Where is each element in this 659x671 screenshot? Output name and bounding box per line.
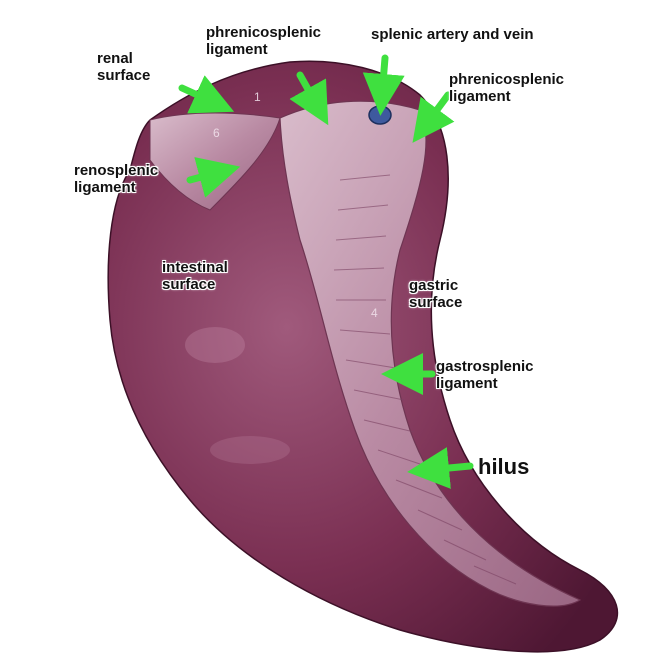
label-splenic-artery-vein: splenic artery and vein [371, 26, 534, 43]
label-gastrosplenic: gastrosplenic ligament [436, 358, 534, 392]
arrow-phrenicosplenic-top [289, 71, 329, 126]
splenic-vessel-opening [368, 105, 392, 125]
label-phrenicosplenic-top: phrenicosplenic ligament [206, 24, 322, 58]
arrow-phrenicosplenic-right [412, 91, 455, 143]
label-renosplenic: renosplenic ligament [74, 162, 159, 196]
label-hilus: hilus [478, 454, 530, 479]
label-gastric-surface: gastric surface [409, 277, 463, 311]
ligament-ribbing [333, 174, 517, 585]
label-phrenicosplenic-right: phrenicosplenic ligament [449, 71, 565, 105]
marker-number-1: 1 [254, 90, 261, 104]
surface-highlight [210, 436, 290, 464]
arrow-splenic-vessels [362, 54, 405, 116]
marker-number-6: 6 [213, 126, 220, 140]
arrow-renal-surface [178, 75, 235, 114]
arrow-hilus [407, 447, 474, 489]
pointer-arrows [178, 54, 474, 489]
surface-highlight [185, 327, 245, 363]
marker-number-4: 4 [371, 306, 378, 320]
hilus-ligament [279, 100, 582, 607]
label-intestinal-surface: intestinal surface [162, 259, 228, 293]
arrow-renosplenic [186, 157, 241, 198]
label-renal-surface: renal surface [97, 50, 151, 84]
